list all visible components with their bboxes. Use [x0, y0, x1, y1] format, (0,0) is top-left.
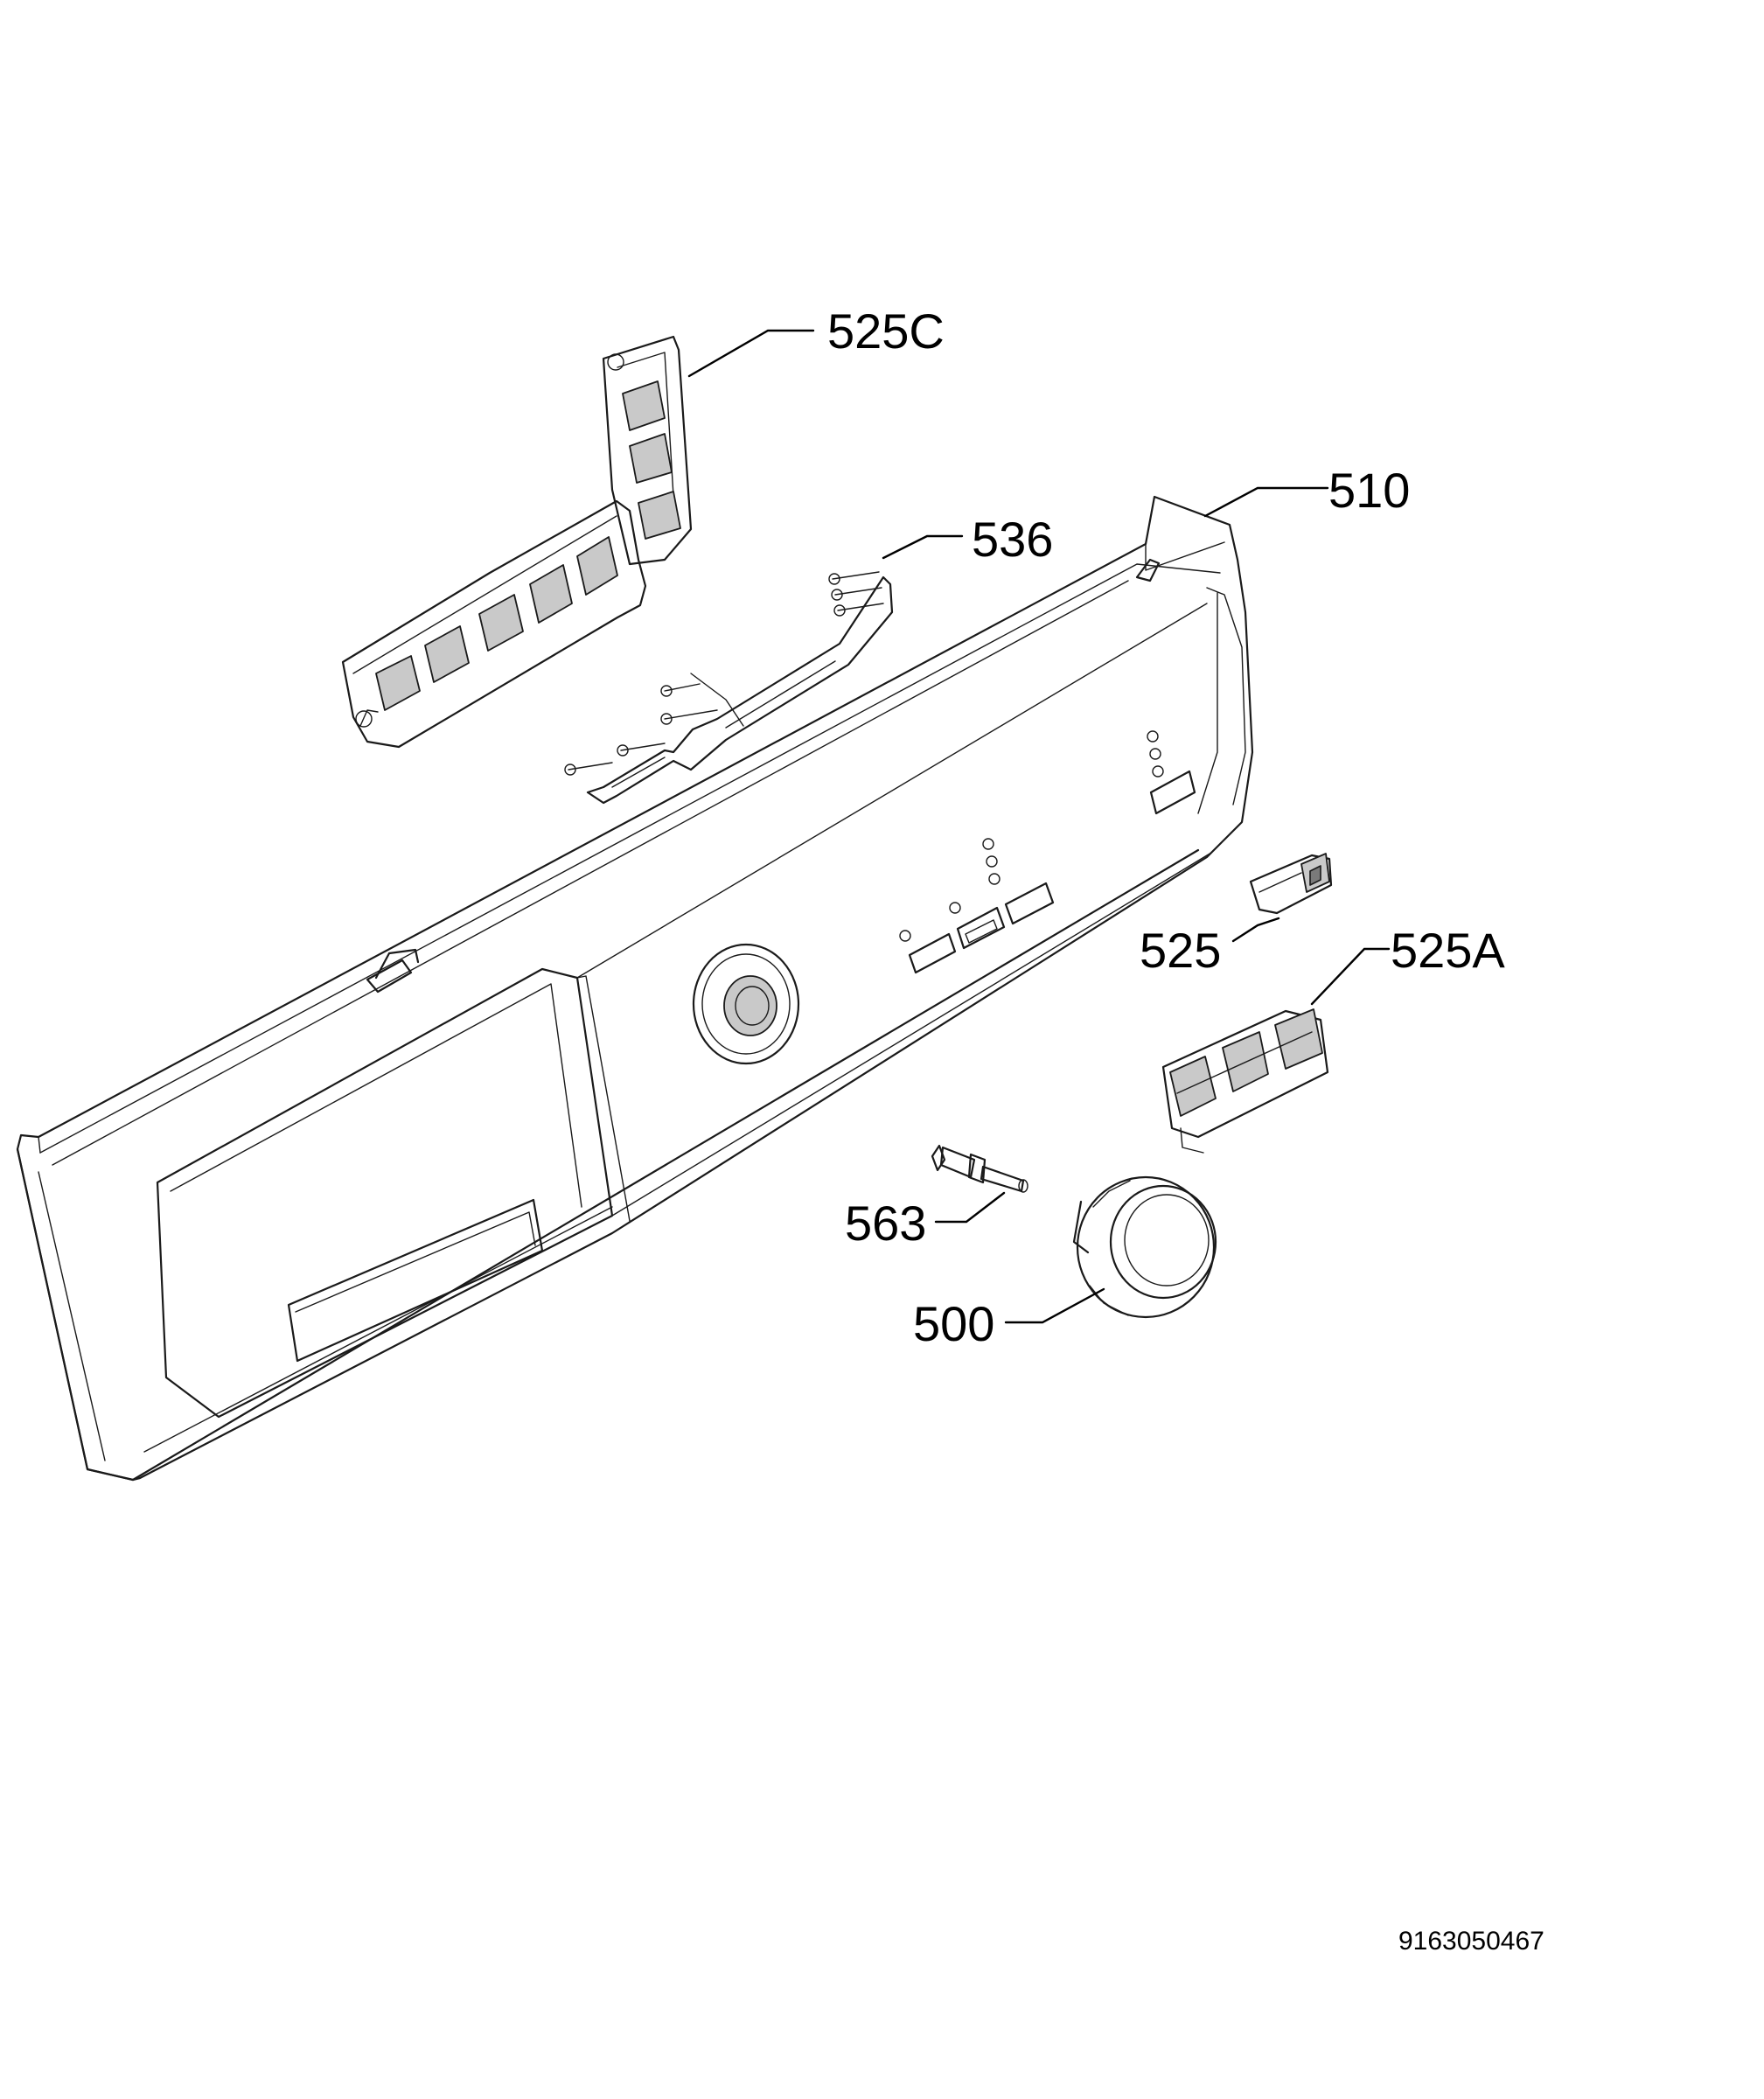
push-button-525: [1249, 853, 1333, 915]
shaft-563: [931, 1144, 1028, 1193]
control-panel-510: [16, 495, 1254, 1482]
callout-510: 510: [1328, 463, 1410, 518]
leader-500: [1004, 1287, 1105, 1324]
callout-563: 563: [845, 1196, 926, 1251]
light-guide-536: [564, 571, 894, 805]
leader-563: [934, 1191, 1006, 1224]
switch-carrier-525C: [341, 335, 693, 749]
leader-510: [1203, 486, 1329, 518]
leader-536: [882, 534, 964, 560]
callout-525: 525: [1140, 923, 1221, 978]
leader-525A: [1310, 947, 1391, 1006]
push-button-525A: [1161, 1008, 1329, 1154]
callout-525A: 525A: [1391, 923, 1505, 978]
callout-536: 536: [972, 512, 1053, 567]
document-number: 9163050467: [1398, 1927, 1544, 1956]
leader-525C: [687, 329, 815, 378]
leader-525: [1231, 917, 1280, 943]
callout-500: 500: [913, 1296, 994, 1351]
leader-lines: [687, 329, 1391, 1324]
program-knob-500: [1072, 1175, 1217, 1319]
callout-525C: 525C: [827, 303, 945, 359]
